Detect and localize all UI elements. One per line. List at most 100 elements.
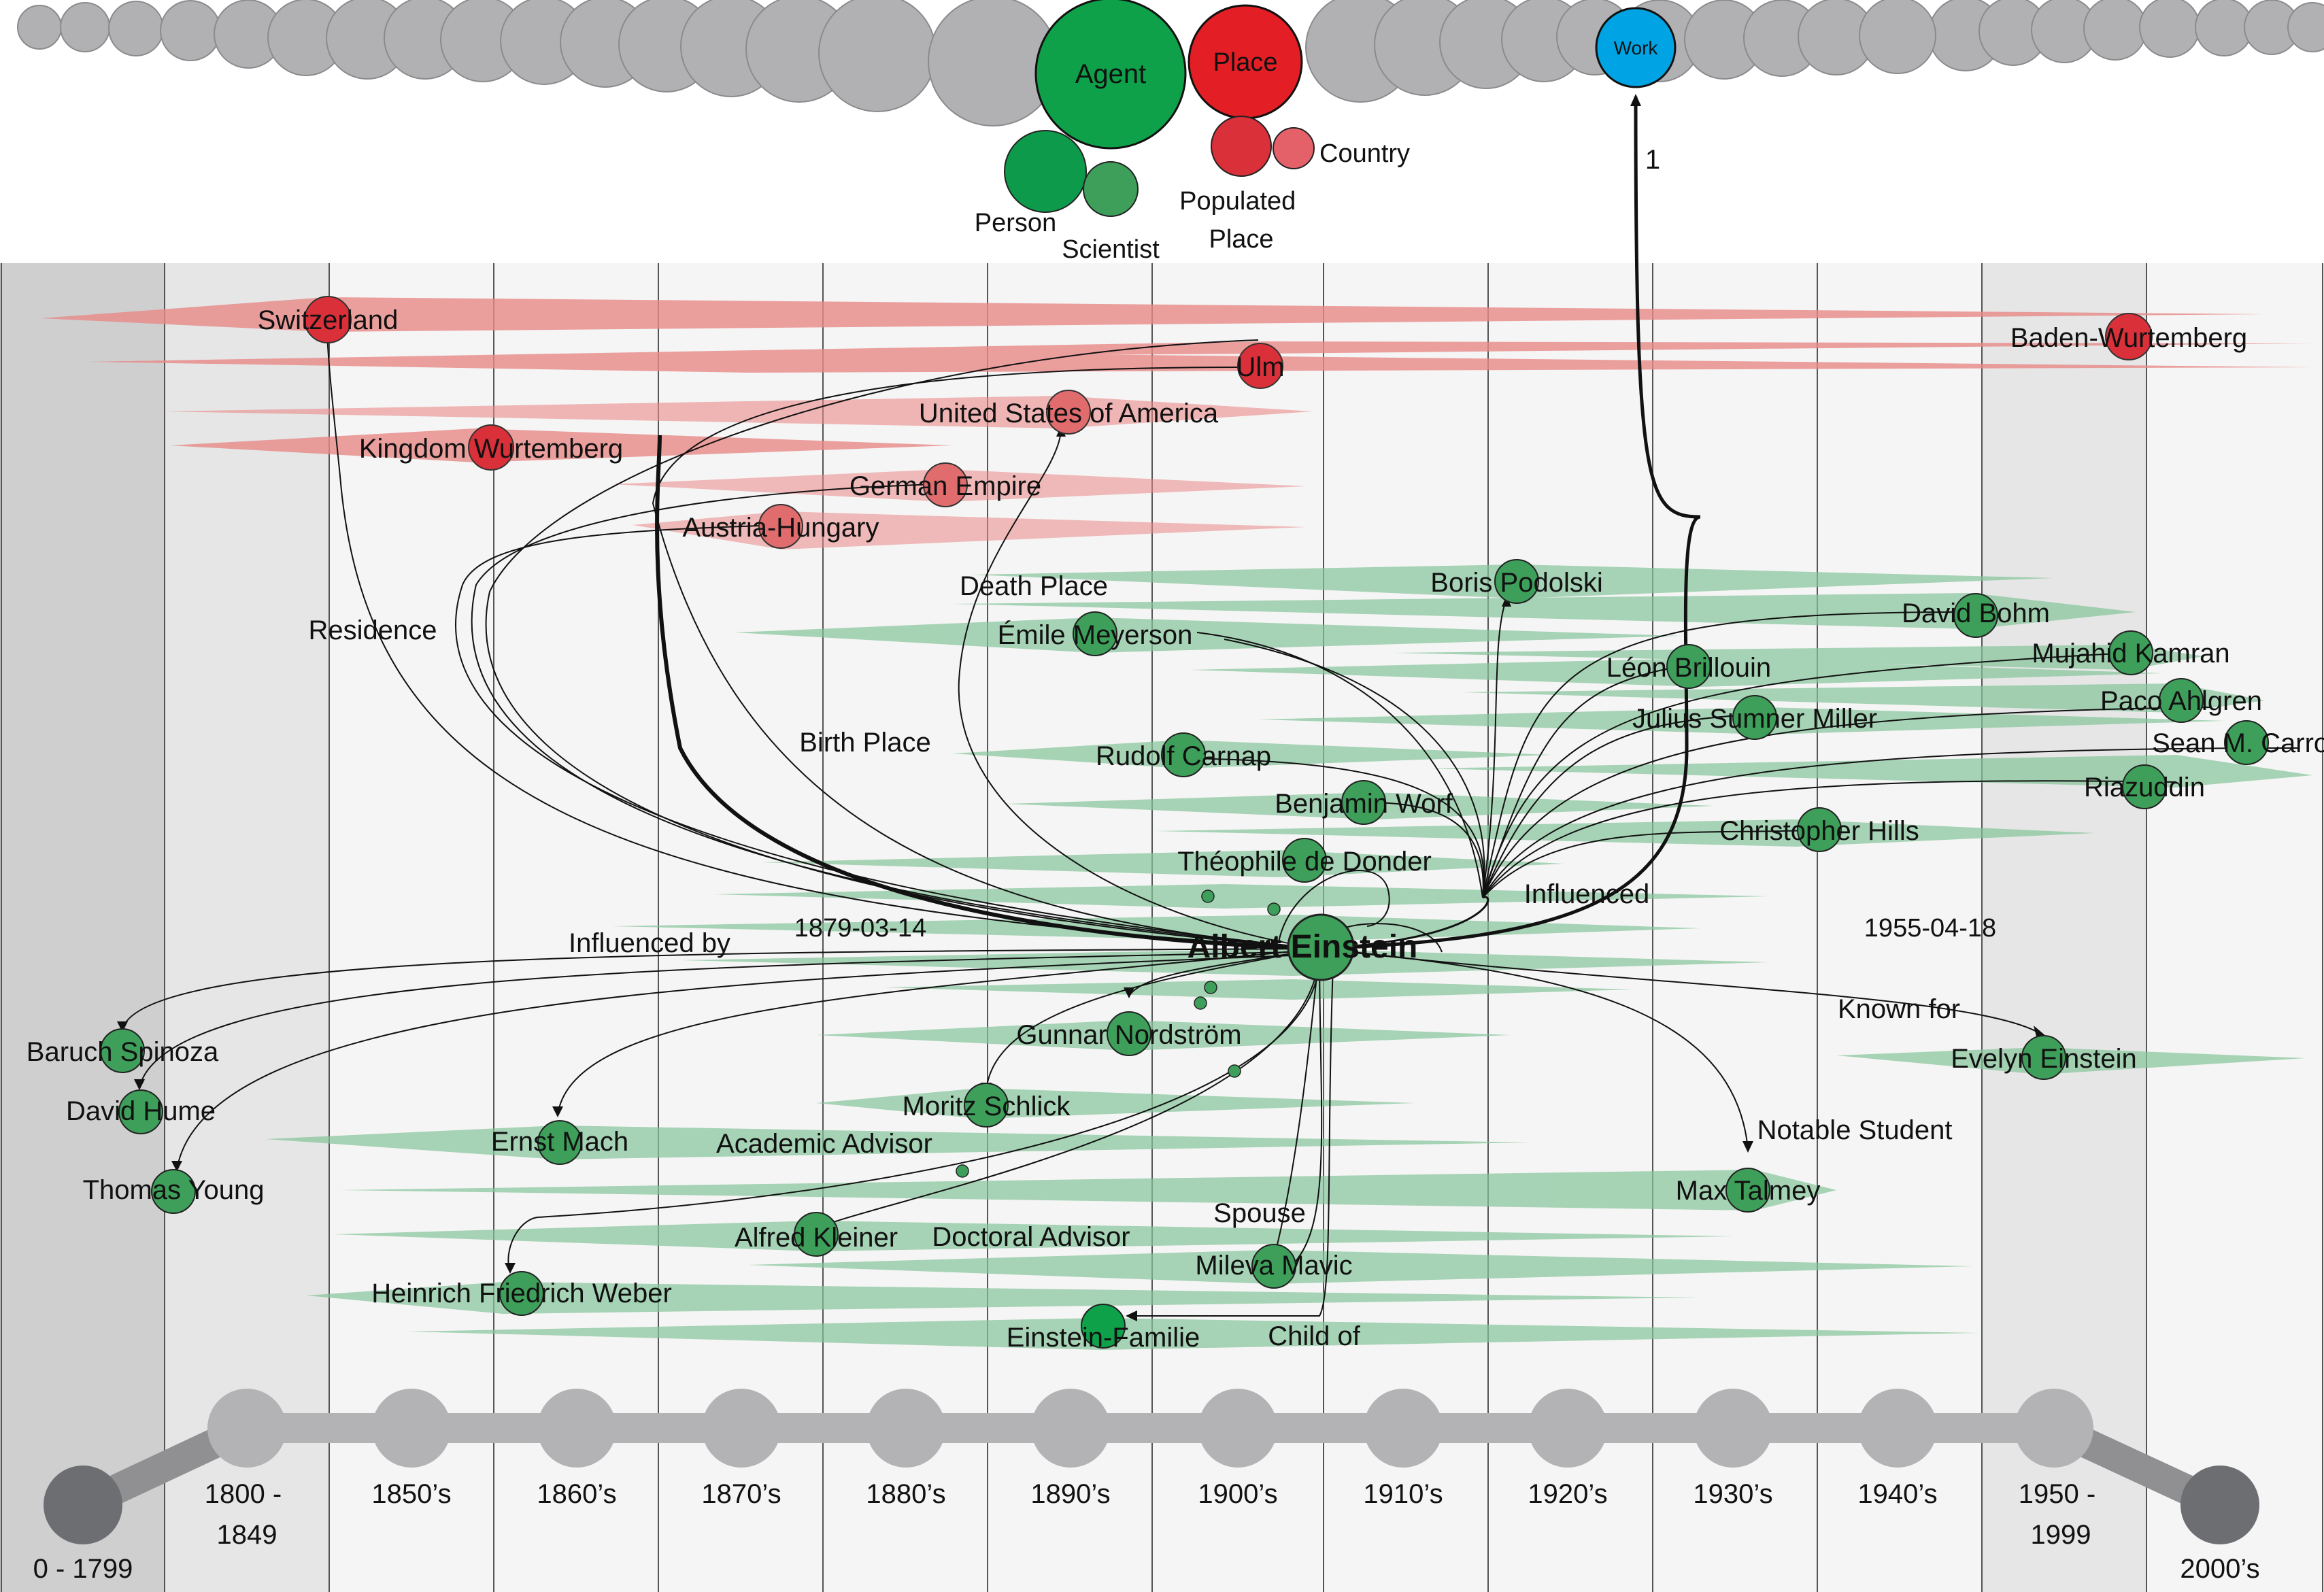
timeline-period-buttons[interactable]: 0 - 1799 1800 - 1849 1850’s 1860’s 1870’… [33,1389,2260,1584]
person-name: Baruch Spinoza [27,1037,219,1067]
person-name: Max Talmey [1676,1176,1821,1206]
work-category[interactable]: Work [1595,7,1677,88]
person-node-einstein-familie[interactable]: Einstein-Familie [1007,1304,1200,1353]
period-label: 1950 - 1999 [2019,1479,2104,1550]
relation-edges [122,96,2300,1317]
place-nodes[interactable]: Switzerland Baden-Wurtemberg Ulm United … [258,296,2248,549]
populated-place-subcategory[interactable]: Populated Place [1179,116,1303,254]
scientist-subcategory[interactable]: Scientist [1062,161,1160,264]
person-node-david-hume[interactable]: David Hume [66,1089,216,1134]
populated-place-label: Populated Place [1179,187,1303,254]
person-nodes[interactable]: Boris Podolski David Bohm Émile Meyerson… [27,559,2324,1353]
person-node-heinrich-friedrich-weber[interactable]: Heinrich Friedrich Weber [371,1271,672,1316]
era-1950-1999-column [1982,263,2146,1592]
period-1950-1999[interactable]: 1950 - 1999 [2015,1389,2103,1550]
period-label: 1920’s [1528,1479,1607,1509]
person-node-baruch-spinoza[interactable]: Baruch Spinoza [27,1028,219,1073]
person-name: Ernst Mach [491,1127,628,1157]
label-spouse: Spouse [1213,1198,1306,1228]
person-node-leon-brillouin[interactable]: Léon Brillouin [1606,644,1771,689]
place-node-austria-hungary[interactable]: Austria-Hungary [682,504,879,549]
person-node-riazuddin[interactable]: Riazuddin [2084,764,2205,809]
period-1850s[interactable]: 1850’s [371,1389,452,1509]
label-known-for: Known for [1838,994,1960,1024]
person-node-mileva-mavic[interactable]: Mileva Mavic [1195,1244,1353,1289]
period-label: 1800 - 1849 [205,1479,290,1550]
person-node-rudolf-carnap[interactable]: Rudolf Carnap [1096,732,1271,777]
central-node-albert-einstein[interactable]: Albert Einstein 1879-03-14 1955-04-18 [794,913,1996,981]
person-name: Mujahid Kamran [2032,639,2229,668]
place-name: German Empire [849,471,1041,501]
person-node-christopher-hills[interactable]: Christopher Hills [1719,807,1919,852]
place-name: Ulm [1236,352,1284,382]
place-node-kingdom-wurtemberg[interactable]: Kingdom Wurtemberg [359,424,623,471]
period-1920s[interactable]: 1920’s [1528,1389,1608,1509]
person-node-paco-ahlgren[interactable]: Paco Ahlgren [2100,678,2262,723]
person-name: Mileva Mavic [1195,1251,1352,1281]
person-node-moritz-schlick[interactable]: Moritz Schlick [903,1083,1071,1128]
place-node-german-empire[interactable]: German Empire [849,462,1041,507]
person-node-thomas-young[interactable]: Thomas Young [83,1169,265,1214]
period-1910s[interactable]: 1910’s [1363,1389,1443,1509]
death-date: 1955-04-18 [1864,914,1996,943]
label-influenced-by: Influenced by [569,928,730,958]
person-node-alfred-kleiner[interactable]: Alfred Kleiner [735,1212,898,1257]
label-residence: Residence [308,615,437,645]
place-node-switzerland[interactable]: Switzerland [258,296,399,343]
person-node-benjamin-worf[interactable]: Benjamin Worf [1275,780,1453,825]
period-1890s[interactable]: 1890’s [1030,1389,1111,1509]
person-node-emile-meyerson[interactable]: Émile Meyerson [998,611,1193,656]
person-name: Thomas Young [83,1175,265,1205]
label-death-place: Death Place [960,571,1108,601]
person-node-theophile-de-donder[interactable]: Théophile de Donder [1177,838,1432,883]
label-influenced: Influenced [1524,879,1650,909]
period-label: 1900’s [1198,1479,1277,1509]
period-2000s[interactable]: 2000’s [2180,1466,2260,1584]
person-name: Einstein-Familie [1007,1323,1200,1353]
person-name: Léon Brillouin [1606,653,1771,683]
person-node-ernst-mach[interactable]: Ernst Mach [491,1120,628,1165]
period-1900s[interactable]: 1900’s [1198,1389,1278,1509]
label-child-of: Child of [1268,1321,1361,1351]
person-name: Boris Podolski [1430,568,1602,598]
label-doctoral-advisor: Doctoral Advisor [932,1222,1130,1252]
person-node-boris-podolski[interactable]: Boris Podolski [1430,559,1603,604]
person-node-sean-m-carroll[interactable]: Sean M. Carroll [2152,720,2324,765]
person-node-gunnar-nordstrom[interactable]: Gunnar Nordström [1016,1011,1242,1056]
minor-nodes [956,890,1281,1178]
period-1860s[interactable]: 1860’s [537,1389,617,1509]
agent-category[interactable]: Agent [1034,0,1187,150]
period-1870s[interactable]: 1870’s [701,1389,781,1509]
agent-label: Agent [1075,59,1147,89]
scientist-label: Scientist [1062,235,1160,264]
place-category[interactable]: Place [1188,4,1303,120]
label-academic-advisor: Academic Advisor [716,1129,932,1159]
period-0-1799[interactable]: 0 - 1799 [33,1466,133,1584]
person-node-evelyn-einstein[interactable]: Evelyn Einstein [1951,1035,2137,1080]
country-subcategory[interactable]: Country [1273,127,1410,169]
period-label: 1870’s [701,1479,781,1509]
person-name: Paco Ahlgren [2100,686,2262,716]
person-node-mujahid-kamran[interactable]: Mujahid Kamran [2032,630,2230,675]
period-1800-1849[interactable]: 1800 - 1849 [205,1389,290,1550]
person-node-max-talmey[interactable]: Max Talmey [1676,1168,1821,1213]
place-name: Baden-Wurtemberg [2010,323,2247,353]
period-1880s[interactable]: 1880’s [866,1389,946,1509]
person-name: Evelyn Einstein [1951,1044,2136,1074]
era-1800-1849-column [165,263,329,1592]
period-1940s[interactable]: 1940’s [1857,1389,1938,1509]
person-node-julius-sumner-miller[interactable]: Julius Sumner Miller [1632,695,1877,740]
person-name: Émile Meyerson [998,620,1193,650]
label-notable-student: Notable Student [1757,1115,1953,1145]
period-1930s[interactable]: 1930’s [1693,1389,1773,1509]
place-name: Austria-Hungary [682,513,879,543]
period-label: 1880’s [866,1479,945,1509]
place-node-ulm[interactable]: Ulm [1236,343,1285,389]
place-node-usa[interactable]: United States of America [919,390,1219,435]
person-name: Heinrich Friedrich Weber [371,1278,672,1308]
person-subcategory[interactable]: Person [975,130,1087,237]
person-node-david-bohm[interactable]: David Bohm [1902,593,2050,638]
place-node-baden-wurtemberg[interactable]: Baden-Wurtemberg [2010,313,2247,360]
period-label: 1940’s [1857,1479,1937,1509]
